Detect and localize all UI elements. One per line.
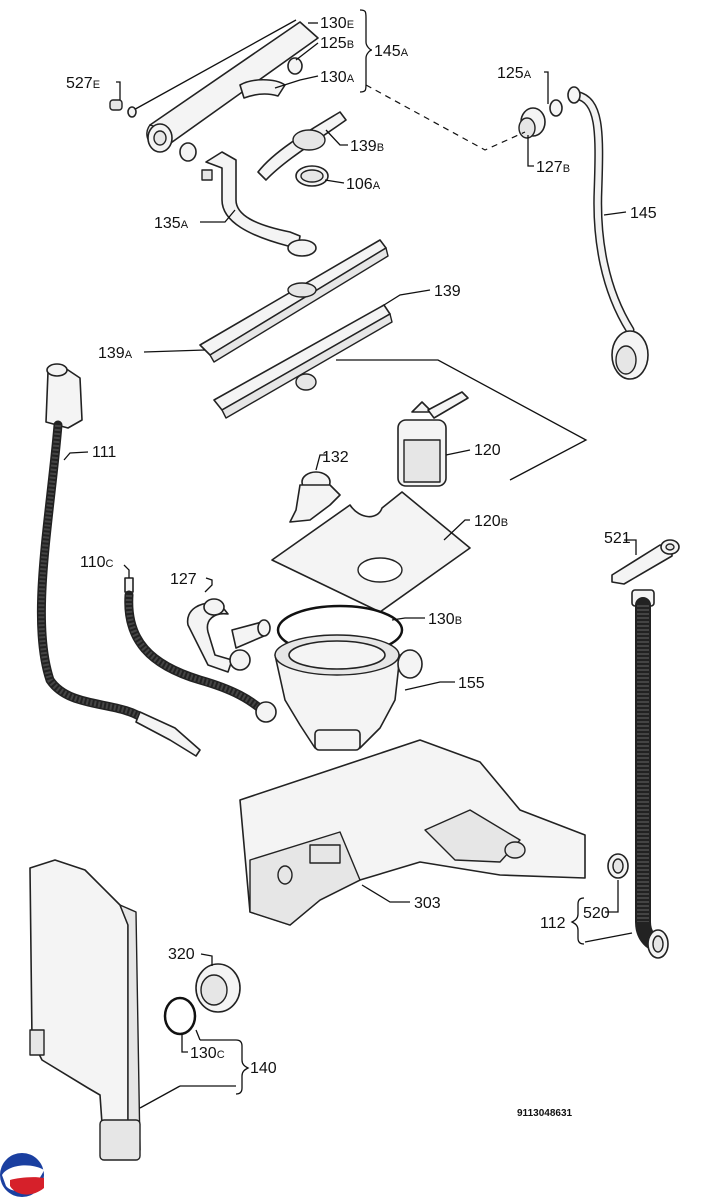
label-120: 120 <box>474 442 501 459</box>
seal-125a <box>549 99 563 117</box>
label-127: 127 <box>170 571 197 588</box>
label-125b: 125B <box>320 35 354 52</box>
seal-130a <box>179 142 197 162</box>
sump-155 <box>274 634 423 751</box>
seal-ring-130e <box>127 106 137 118</box>
hose-145 <box>567 86 649 380</box>
label-130a: 130A <box>320 69 355 86</box>
valve-132 <box>289 471 341 523</box>
leader-lines <box>63 9 637 1109</box>
panel-140 <box>29 859 141 1161</box>
upper-supply-tube <box>129 19 319 153</box>
base-303 <box>239 739 586 926</box>
label-140: 140 <box>250 1060 277 1077</box>
label-155: 155 <box>458 675 485 692</box>
label-112: 112 <box>540 915 566 932</box>
clip-521 <box>611 539 680 585</box>
label-120b: 120B <box>474 513 508 530</box>
label-125a: 125A <box>497 65 532 82</box>
label-527e: 527E <box>66 75 100 92</box>
brand-logo <box>0 1153 44 1197</box>
label-106a: 106A <box>346 176 381 193</box>
label-135a: 135A <box>154 215 189 232</box>
seal-520 <box>607 853 629 879</box>
drain-hose-112 <box>631 589 669 959</box>
nut-527e <box>109 99 123 111</box>
label-139: 139 <box>434 283 461 300</box>
spray-arm-139a <box>199 239 389 363</box>
label-110c: 110C <box>80 554 114 571</box>
seal-125b <box>287 57 303 75</box>
ring-106a <box>295 165 329 187</box>
label-139b: 139B <box>350 138 384 155</box>
hose-127 <box>186 598 271 673</box>
label-130b: 130B <box>428 611 462 628</box>
label-132: 132 <box>322 449 349 466</box>
label-127b: 127B <box>536 159 570 176</box>
label-520: 520 <box>583 905 610 922</box>
label-145: 145 <box>630 205 657 222</box>
label-130c: 130C <box>190 1045 225 1062</box>
label-130e: 130E <box>320 15 354 32</box>
callout-labels: 130E 125B 145A 130A 527E 125A 139B 106A … <box>66 15 657 1077</box>
ring-320 <box>195 963 241 1013</box>
tube-135a <box>201 151 317 257</box>
filter-120 <box>397 391 469 487</box>
label-303: 303 <box>414 895 441 912</box>
label-145a: 145A <box>374 43 409 60</box>
seal-130c <box>163 996 197 1036</box>
document-number: 9113048631 <box>517 1108 573 1119</box>
spray-arm-139 <box>213 304 393 419</box>
plate-filter-120b <box>271 491 471 613</box>
label-111: 111 <box>92 444 116 461</box>
label-521: 521 <box>604 530 631 547</box>
hose-111 <box>36 363 150 725</box>
upper-spray-arm-139b <box>257 111 347 181</box>
label-320: 320 <box>168 946 195 963</box>
label-139a: 139A <box>98 345 133 362</box>
